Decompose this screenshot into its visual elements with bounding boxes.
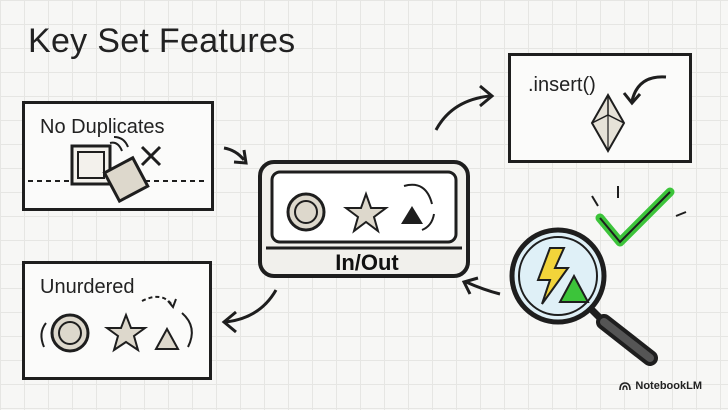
arrow-icon	[221, 289, 278, 334]
check-icon	[595, 187, 675, 247]
brand-label: NotebookLM	[635, 380, 702, 392]
in-out-tray	[258, 160, 470, 278]
insert-illustration	[590, 75, 667, 154]
page-title: Key Set Features	[28, 22, 296, 60]
unordered-illustration	[40, 295, 193, 353]
circle-icon	[50, 313, 90, 353]
notebooklm-brand: NotebookLM	[619, 380, 702, 392]
arrow-icon	[434, 84, 495, 131]
arrow-icon	[622, 75, 667, 106]
in-out-label: In/Out	[335, 250, 399, 275]
circle-icon	[286, 192, 326, 232]
lightning-icon	[536, 247, 570, 305]
magnifier-illustration	[509, 186, 687, 366]
triangle-icon	[154, 326, 180, 350]
triangle-icon	[401, 206, 423, 224]
insert-label: .insert()	[528, 74, 596, 96]
triangle-icon	[558, 273, 590, 303]
no-duplicates-illustration	[28, 136, 208, 204]
unordered-label: Unurdered	[40, 276, 135, 298]
arrow-icon	[461, 276, 501, 296]
arrow-icon	[223, 146, 248, 165]
diamond-icon	[590, 92, 626, 154]
star-icon	[103, 312, 149, 353]
notebooklm-logo-icon	[619, 382, 632, 391]
no-duplicates-label: No Duplicates	[40, 116, 165, 138]
unordered-box	[22, 261, 212, 380]
cross-icon	[140, 145, 162, 167]
duplicate-square-icon	[102, 155, 150, 204]
star-icon	[343, 191, 389, 234]
square-icon	[70, 144, 112, 186]
